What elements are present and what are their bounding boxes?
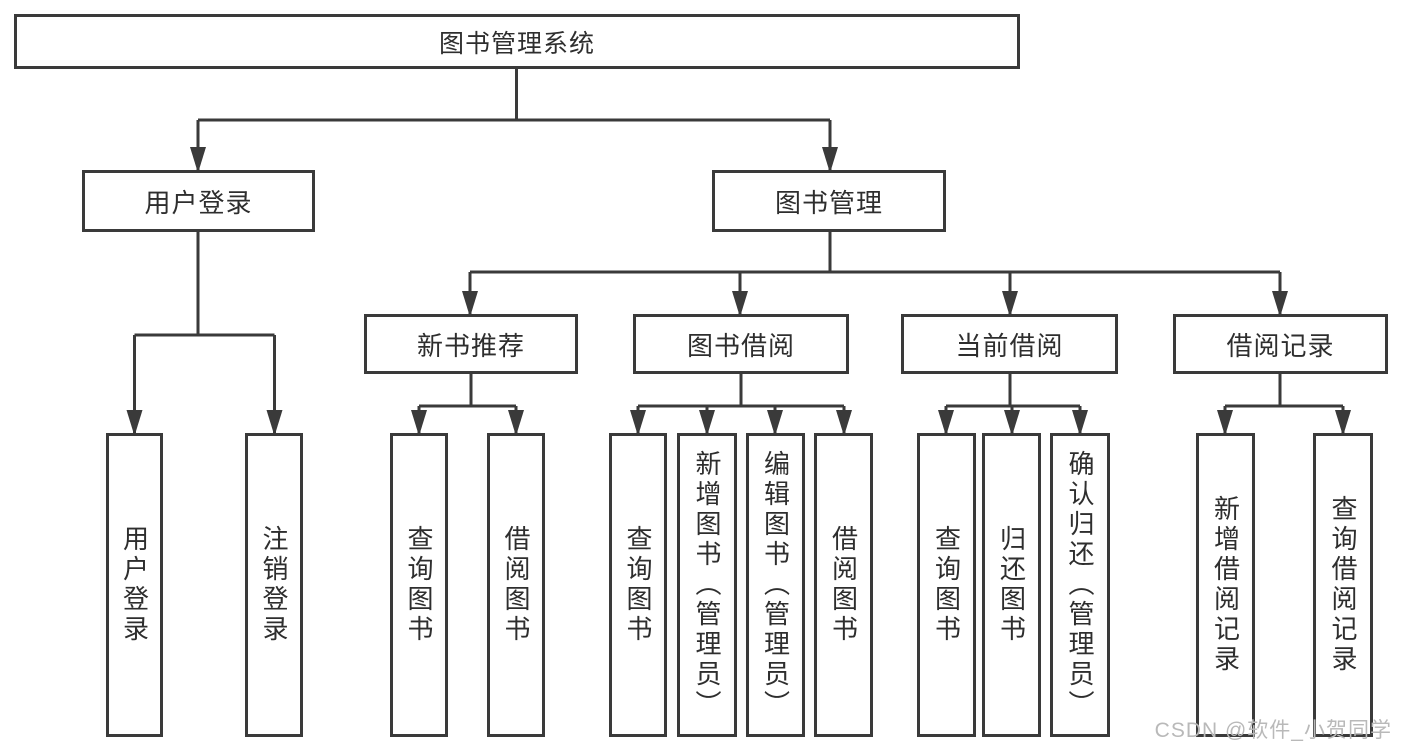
- leaf-borrowing-query-books: 查询图书: [609, 433, 667, 737]
- node-label: 图书管理: [774, 187, 883, 218]
- node-book-management: 图书管理: [712, 170, 946, 232]
- leaf-logout: 注销登录: [245, 433, 303, 737]
- leaf-current-return-books: 归还图书: [982, 433, 1041, 737]
- node-book-borrowing: 图书借阅: [633, 314, 849, 374]
- leaf-records-query-record: 查询借阅记录: [1313, 433, 1373, 737]
- node-new-book-recommend: 新书推荐: [364, 314, 578, 374]
- connector-new-book-recommend: [419, 374, 516, 408]
- node-label: 新书推荐: [416, 330, 525, 361]
- connector-current-borrowing: [946, 374, 1080, 408]
- connector-borrowing-records: [1225, 374, 1343, 408]
- node-root-library-system: 图书管理系统: [14, 14, 1020, 69]
- leaf-borrowing-edit-books-admin: 编辑图书（管理员）: [746, 433, 805, 737]
- node-label: 图书管理系统: [438, 29, 595, 58]
- leaf-user-login: 用户登录: [106, 433, 163, 737]
- node-label: 图书借阅: [686, 330, 795, 361]
- node-label: 查询图书: [931, 525, 962, 645]
- node-label: 归还图书: [996, 525, 1027, 645]
- node-label: 新增图书（管理员）: [692, 450, 722, 720]
- csdn-watermark: CSDN @软件_小贺同学: [1154, 719, 1392, 742]
- leaf-recommend-borrow-books: 借阅图书: [487, 433, 545, 737]
- leaf-current-confirm-return-admin: 确认归还（管理员）: [1050, 433, 1110, 737]
- leaf-borrowing-borrow-books: 借阅图书: [814, 433, 873, 737]
- node-label: 查询图书: [404, 525, 434, 645]
- node-label: 借阅图书: [501, 525, 531, 645]
- node-label: 新增借阅记录: [1210, 495, 1241, 675]
- node-current-borrowing: 当前借阅: [901, 314, 1118, 374]
- node-label: 注销登录: [259, 525, 289, 645]
- node-label: 查询借阅记录: [1328, 495, 1358, 675]
- connector-user-login: [134, 232, 275, 337]
- node-label: 当前借阅: [955, 330, 1064, 361]
- node-user-login-group: 用户登录: [82, 170, 315, 232]
- connector-book-management: [470, 232, 1280, 274]
- node-label: 借阅记录: [1226, 330, 1335, 361]
- leaf-recommend-query-books: 查询图书: [390, 433, 448, 737]
- node-label: 借阅图书: [828, 525, 859, 645]
- node-label: 编辑图书（管理员）: [760, 450, 791, 720]
- connector-root: [198, 68, 830, 122]
- leaf-current-query-books: 查询图书: [917, 433, 976, 737]
- node-label: 用户登录: [144, 187, 253, 218]
- node-label: 确认归还（管理员）: [1065, 450, 1095, 720]
- leaf-borrowing-add-books-admin: 新增图书（管理员）: [677, 433, 737, 737]
- node-label: 用户登录: [119, 525, 150, 645]
- leaf-records-add-record: 新增借阅记录: [1196, 433, 1255, 737]
- node-borrowing-records: 借阅记录: [1173, 314, 1388, 374]
- connector-book-borrowing: [638, 374, 844, 408]
- node-label: 查询图书: [623, 525, 653, 645]
